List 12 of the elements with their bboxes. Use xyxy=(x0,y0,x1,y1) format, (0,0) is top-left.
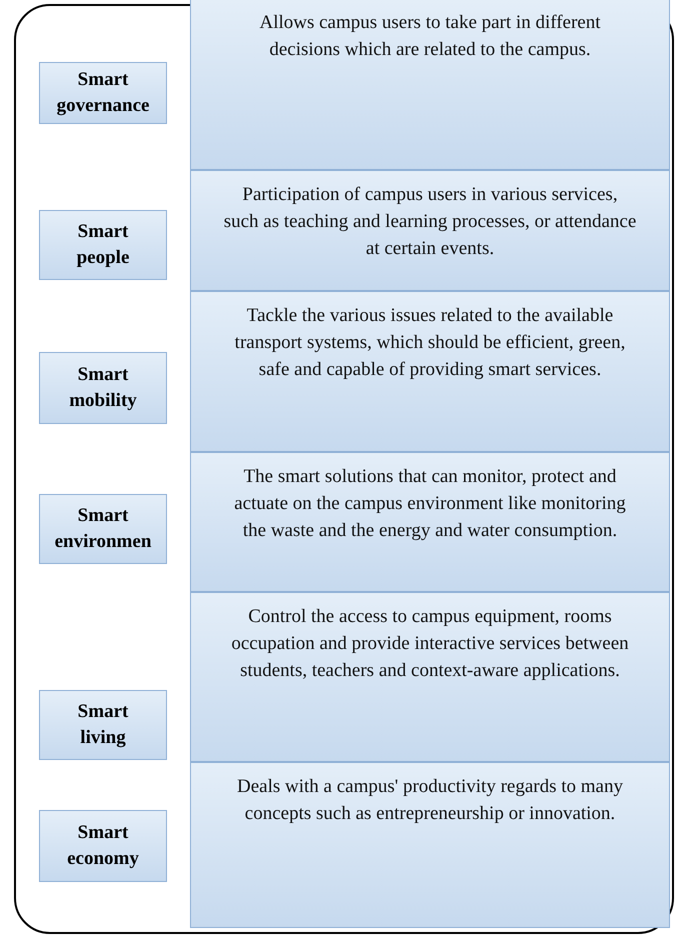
category-box: Smart mobility xyxy=(39,352,167,424)
category-box: Smart environmen xyxy=(39,494,167,564)
category-box: Smart economy xyxy=(39,810,167,882)
description-box: Tackle the various issues related to the available transport systems, which should be efficient, green, safe and capable of providing smart services. xyxy=(190,291,670,452)
description-box: Allows campus users to take part in different decisions which are related to the campus. xyxy=(190,0,670,170)
category-box: Smart living xyxy=(39,690,167,760)
description-box: Participation of campus users in various services, such as teaching and learning processes, or attendance at certain events. xyxy=(190,170,670,291)
category-box: Smart governance xyxy=(39,62,167,124)
description-box: Control the access to campus equipment, rooms occupation and provide interactive services between students, teachers and context-aware applications. xyxy=(190,592,670,762)
description-box: Deals with a campus' productivity regards to many concepts such as entrepreneurship or innovation. xyxy=(190,762,670,928)
category-box: Smart people xyxy=(39,210,167,280)
description-box: The smart solutions that can monitor, protect and actuate on the campus environment like monitoring the waste and the energy and water consumption. xyxy=(190,452,670,592)
